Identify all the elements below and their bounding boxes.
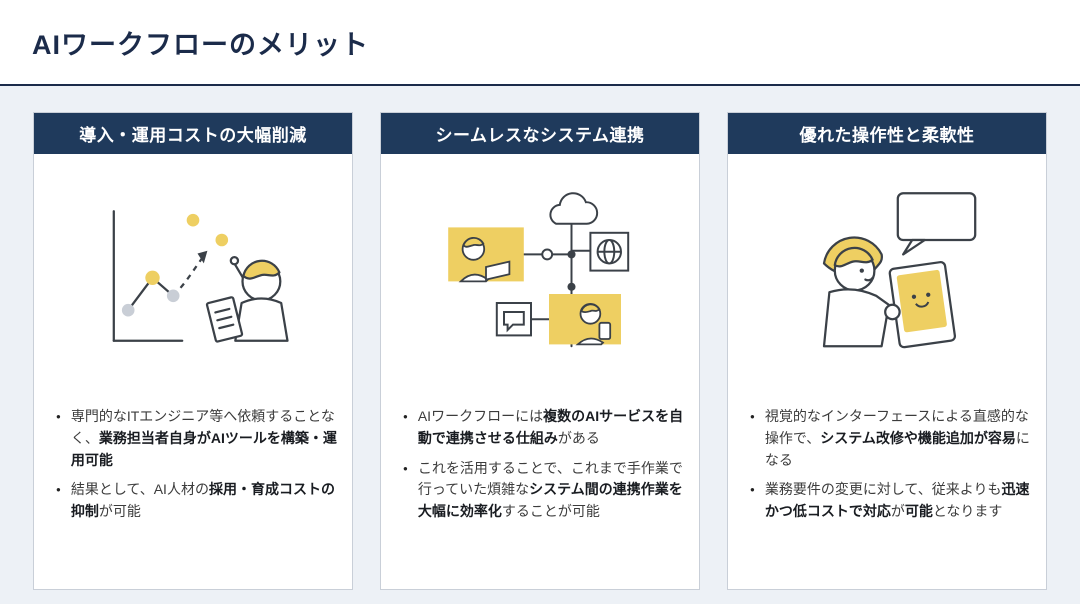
card-bullets: ● 専門的なITエンジニア等へ依頼することなく、業務担当者自身がAIツールを構築・… xyxy=(34,398,352,545)
mobile-worker-panel-icon xyxy=(549,294,621,346)
benefit-card: シームレスなシステム連携 xyxy=(380,112,700,590)
card-illustration xyxy=(728,154,1046,398)
card-illustration xyxy=(34,154,352,398)
person-with-tablet-icon xyxy=(822,236,890,348)
tablet-user-illustration xyxy=(822,192,977,349)
page-title: AIワークフローのメリット xyxy=(32,29,369,60)
chart-axes-icon xyxy=(112,210,184,342)
benefit-card: 優れた操作性と柔軟性 ● 視覚的なインターフェースによる直感的な操作で、システム改… xyxy=(727,112,1047,590)
bullet-item: ● 専門的なITエンジニア等へ依頼することなく、業務担当者自身がAIツールを構築・… xyxy=(50,406,338,471)
card-bullets: ● 視覚的なインターフェースによる直感的な操作で、システム改修や機能追加が容易にな… xyxy=(728,398,1046,545)
bullet-item: ● AIワークフローには複数のAIサービスを自動で連携させる仕組みがある xyxy=(397,406,685,450)
cost-reduction-chart-illustration xyxy=(112,210,289,343)
bullet-marker-icon: ● xyxy=(750,485,755,495)
bullet-marker-icon: ● xyxy=(750,412,755,421)
system-integration-illustration xyxy=(448,192,630,348)
bullet-marker-icon: ● xyxy=(56,412,61,421)
bullet-marker-icon: ● xyxy=(403,463,408,473)
bullet-text: 専門的なITエンジニア等へ依頼することなく、業務担当者自身がAIツールを構築・運… xyxy=(70,408,337,468)
bullet-text: AIワークフローには複数のAIサービスを自動で連携させる仕組みがある xyxy=(417,408,684,446)
card-title: シームレスなシステム連携 xyxy=(381,113,699,154)
bullet-item: ● 業務要件の変更に対して、従来よりも迅速かつ低コストで対応が可能となります xyxy=(744,479,1032,523)
person-pointing-icon xyxy=(205,255,289,343)
bullet-marker-icon: ● xyxy=(56,485,61,495)
bullet-text: 視覚的なインターフェースによる直感的な操作で、システム改修や機能追加が容易になる xyxy=(764,408,1030,468)
bullet-text: これを活用することで、これまで手作業で行っていた煩雑なシステム間の連携作業を大幅… xyxy=(417,459,683,520)
bullet-item: ● これを活用することで、これまで手作業で行っていた煩雑なシステム間の連携作業を大… xyxy=(397,458,685,523)
bullet-item: ● 結果として、AI人材の採用・育成コストの抑制が可能 xyxy=(50,479,338,523)
speech-bubble-icon xyxy=(495,302,532,337)
bullet-text: 結果として、AI人材の採用・育成コストの抑制が可能 xyxy=(70,481,335,520)
cloud-icon xyxy=(549,192,599,225)
card-title: 導入・運用コストの大幅削減 xyxy=(34,113,352,154)
dashed-growth-arrow-icon xyxy=(172,256,204,297)
bullet-item: ● 視覚的なインターフェースによる直感的な操作で、システム改修や機能追加が容易にな… xyxy=(744,406,1032,471)
worker-panel-icon xyxy=(448,227,524,283)
bullet-text: 業務要件の変更に対して、従来よりも迅速かつ低コストで対応が可能となります xyxy=(764,481,1030,520)
speech-bubble-icon xyxy=(896,192,977,256)
card-illustration xyxy=(381,154,699,398)
benefit-card: 導入・運用コストの大幅削減 ●専門的なITエンジニ xyxy=(33,112,353,590)
cards: 導入・運用コストの大幅削減 ●専門的なITエンジニ xyxy=(0,86,1080,590)
card-bullets: ● AIワークフローには複数のAIサービスを自動で連携させる仕組みがある ● これを活… xyxy=(381,398,699,545)
page-header: AIワークフローのメリット xyxy=(0,0,1080,86)
globe-icon xyxy=(589,231,630,272)
bullet-marker-icon: ● xyxy=(403,412,408,421)
tablet-icon xyxy=(888,261,957,349)
card-title: 優れた操作性と柔軟性 xyxy=(728,113,1046,154)
